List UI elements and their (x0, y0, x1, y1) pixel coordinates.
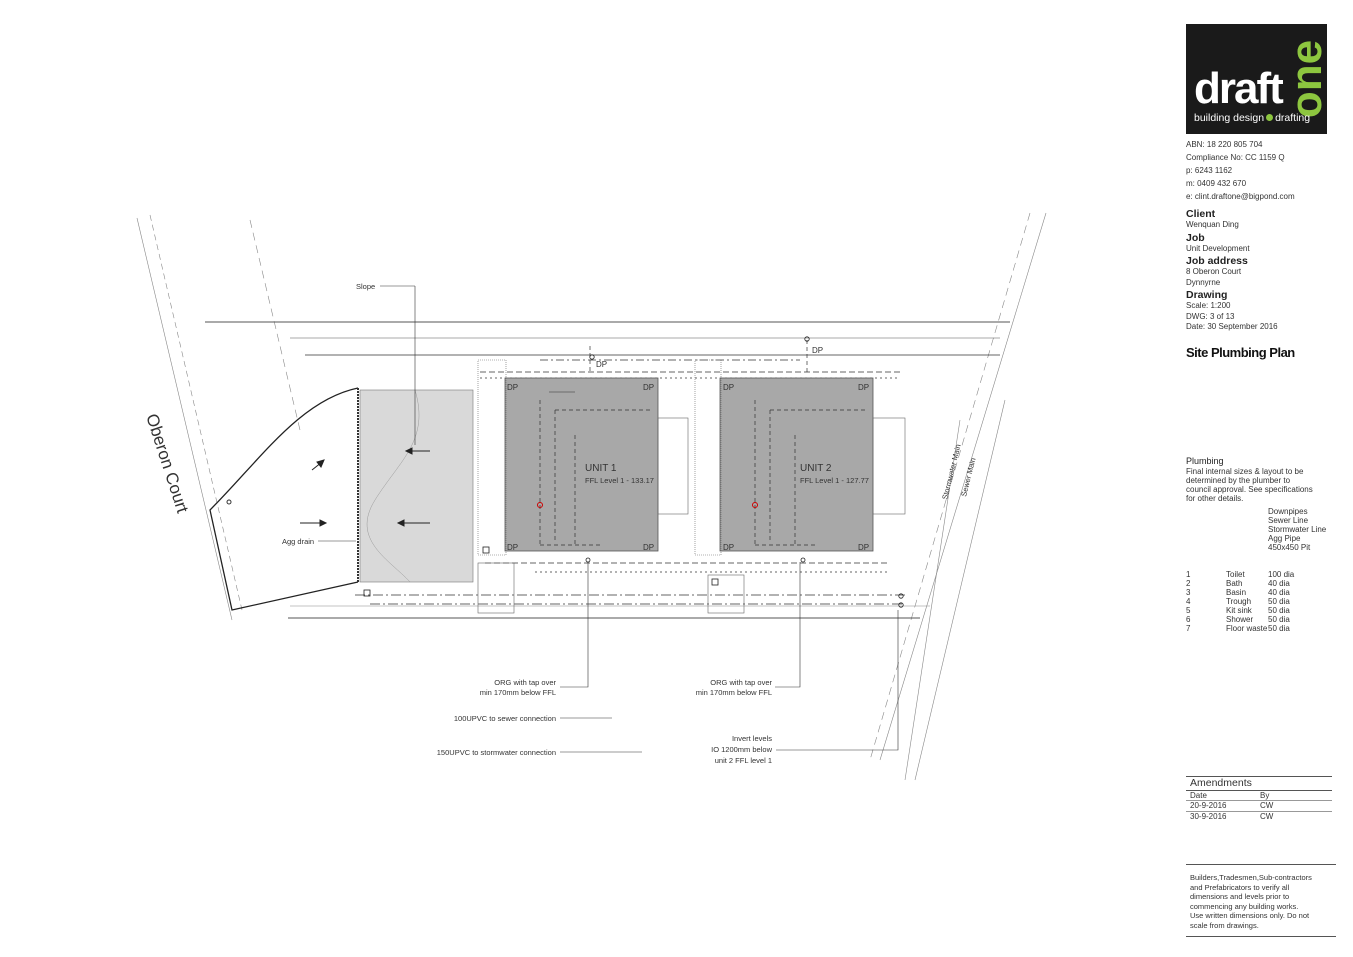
plumbing-note: Final internal sizes & layout to be (1186, 467, 1304, 476)
stormwater-connection-label: 150UPVC to stormwater connection (437, 748, 556, 757)
callout-leaders (560, 562, 899, 753)
unit-1-ffl-label: FFL Level 1 - 133.17 (585, 476, 654, 485)
plumbing-note: council approval. See specifications (1186, 485, 1313, 494)
drawing-date: Date: 30 September 2016 (1186, 322, 1278, 331)
downpipe-label: DP (858, 383, 869, 392)
invert-levels-label: IO 1200mm below (711, 745, 772, 754)
unit-1-label: UNIT 1 (585, 463, 617, 474)
pits (363, 336, 904, 608)
downpipe-label: DP (858, 543, 869, 552)
slope-arrows (300, 447, 430, 527)
org-unit-2-label: min 170mm below FFL (696, 688, 772, 697)
downpipe-label: DP (596, 360, 607, 369)
downpipe-label: DP (723, 383, 734, 392)
invert-levels-label: unit 2 FFL level 1 (715, 756, 772, 765)
drawing-heading: Drawing (1186, 289, 1228, 301)
builder-notes: Builders,Tradesmen,Sub-contractors and P… (1186, 864, 1336, 937)
unit-1-footprint (504, 377, 659, 552)
legend-item: Sewer Line (1268, 516, 1309, 525)
unit-2-label: UNIT 2 (800, 463, 832, 474)
amendments-heading: Amendments (1186, 776, 1332, 790)
legend-item: Agg Pipe (1268, 534, 1301, 543)
unit-2-internal-pipes (754, 400, 865, 546)
invert-levels-label: Invert levels (732, 734, 772, 743)
unit-2-ffl-label: FFL Level 1 - 127.77 (800, 476, 869, 485)
org-unit-2-label: ORG with tap over (710, 678, 772, 687)
phone: p: 6243 1162 (1186, 166, 1233, 175)
sheet-title: Site Plumbing Plan (1186, 344, 1295, 360)
street-name-label: Oberon Court (142, 411, 192, 515)
downpipe-label: DP (723, 543, 734, 552)
org-unit-1-label: min 170mm below FFL (480, 688, 556, 697)
job-address-line: 8 Oberon Court (1186, 267, 1242, 276)
job-value: Unit Development (1186, 243, 1250, 253)
logo-wordmark-accent: one (1282, 39, 1327, 119)
legend-item: Downpipes (1268, 507, 1308, 516)
driveway-curve (209, 387, 359, 611)
plumbing-legend: Plumbing Final internal sizes & layout t… (1186, 454, 1336, 633)
sewer-main-label: Sewer Main (959, 457, 977, 498)
job-address-heading: Job address (1186, 255, 1248, 267)
legend-item: 450x450 Pit (1268, 543, 1311, 552)
email: e: clint.draftone@bigpond.com (1186, 192, 1295, 201)
drawing-scale: Scale: 1:200 (1186, 301, 1231, 310)
site-plumbing-plan-drawing: Oberon Court Slope Agg drain DP DP DP DP… (136, 212, 1047, 781)
client-value: Wenquan Ding (1186, 220, 1239, 229)
parking-pad (359, 389, 474, 583)
legend-item: Stormwater Line (1268, 525, 1327, 534)
agg-drain-label: Agg drain (282, 537, 314, 546)
mobile: m: 0409 432 670 (1186, 179, 1247, 188)
job-address-line: Dynnyrne (1186, 277, 1221, 287)
logo-dot-icon (1266, 114, 1274, 121)
unit-1-internal-pipes (539, 400, 650, 546)
downpipe-label: DP (507, 543, 518, 552)
drawing-number: DWG: 3 of 13 (1186, 311, 1235, 321)
plumbing-heading: Plumbing (1186, 456, 1224, 466)
unit-2-footprint (719, 377, 874, 552)
sewer-connection-label: 100UPVC to sewer connection (454, 714, 556, 723)
plumbing-note: for other details. (1186, 494, 1244, 503)
org-unit-1-label: ORG with tap over (494, 678, 556, 687)
downpipe-label: DP (643, 543, 654, 552)
abn: ABN: 18 220 805 704 (1186, 140, 1263, 149)
compliance-number: Compliance No: CC 1159 Q (1186, 153, 1285, 162)
downpipe-label: DP (643, 383, 654, 392)
client-heading: Client (1186, 208, 1216, 220)
slope-label: Slope (356, 282, 375, 291)
downpipe-label: DP (812, 346, 823, 355)
job-heading: Job (1186, 231, 1205, 244)
downpipe-label: DP (507, 383, 518, 392)
logo-wordmark: draft (1194, 64, 1284, 113)
plumbing-note: determined by the plumber to (1186, 476, 1291, 485)
boundary-lines (136, 212, 1047, 781)
